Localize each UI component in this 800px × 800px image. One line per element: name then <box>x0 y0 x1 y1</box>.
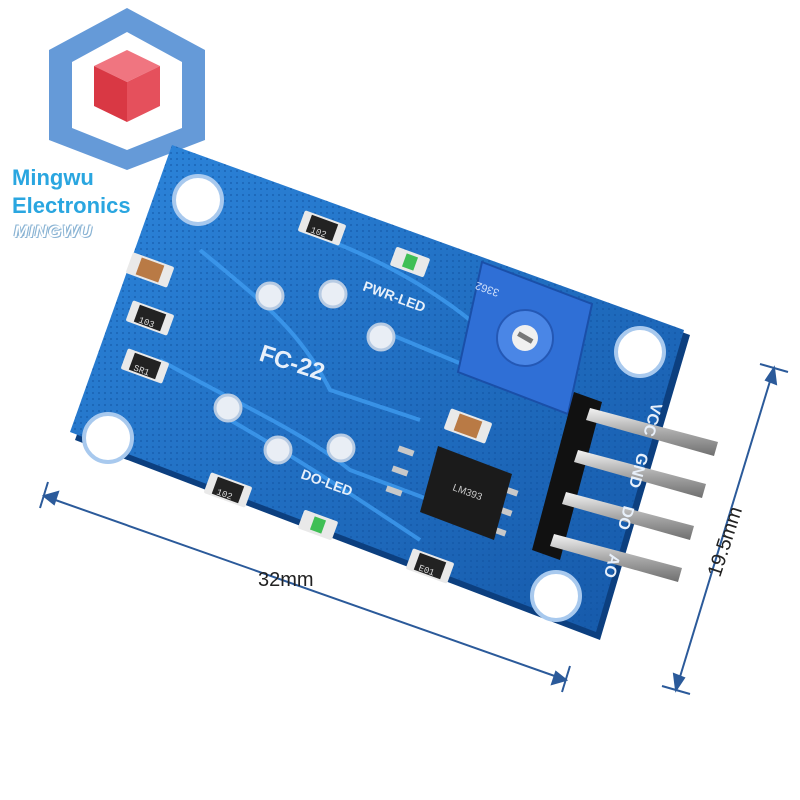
through-hole-pads <box>213 279 396 465</box>
smd-components <box>121 210 492 584</box>
header-pins <box>550 408 718 582</box>
mingwu-hexagon-logo <box>49 8 205 170</box>
brand-name-line2: Electronics <box>12 193 131 218</box>
mounting-holes <box>82 174 666 622</box>
pcb-board <box>70 145 690 640</box>
brand-watermark: MINGWU <box>14 222 93 241</box>
height-dimension <box>661 363 789 695</box>
pin-label-do: DO <box>614 504 637 532</box>
width-label: 32mm <box>258 569 314 591</box>
lm393-chip: LM393 <box>385 445 519 540</box>
potentiometer: 3362 <box>456 260 594 416</box>
brand-logo: Mingwu Electronics MINGWU <box>0 0 240 260</box>
pin-label-ao: AO <box>600 552 623 580</box>
height-label: 19.5mm <box>704 504 747 580</box>
width-dimension <box>39 481 571 693</box>
brand-name-line1: Mingwu <box>12 165 94 190</box>
